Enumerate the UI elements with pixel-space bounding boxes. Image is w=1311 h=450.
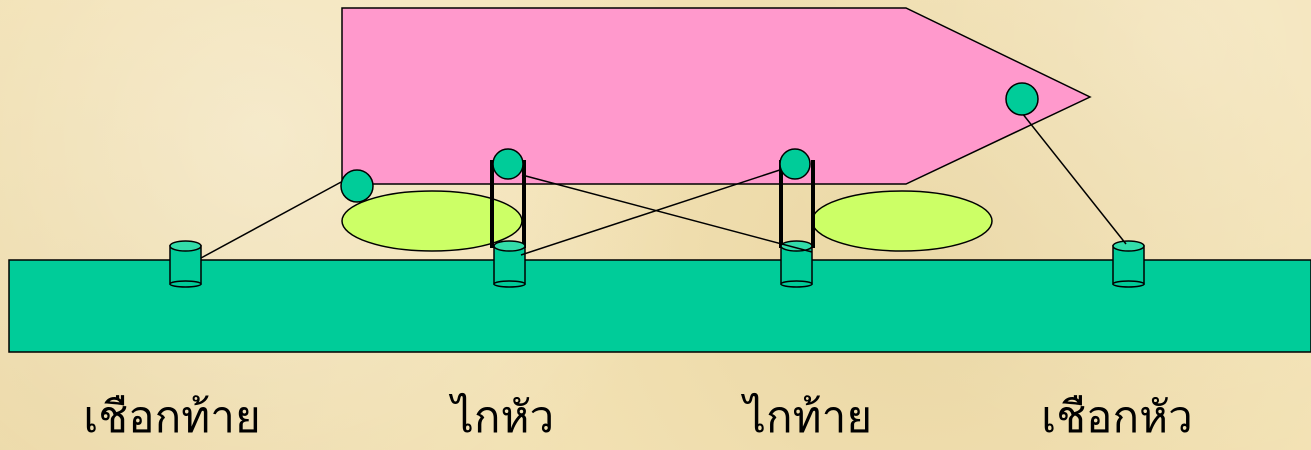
label-stern-spring: ไกท้าย: [744, 392, 872, 444]
label-head-spring: ไกหัว: [452, 392, 554, 444]
fender-right: [812, 191, 992, 251]
fender-left: [342, 191, 522, 251]
bollard-stern-line: [170, 241, 201, 287]
bollard-head-line: [1113, 241, 1144, 287]
ship-hull: [342, 8, 1090, 184]
label-head-line: เชือกหัว: [1041, 392, 1193, 444]
cleat-stern-spring: [780, 149, 810, 179]
cleat-stern: [341, 170, 373, 202]
cleat-bow: [1006, 83, 1038, 115]
cleat-head-spring: [493, 149, 523, 179]
bollard-head-spring: [494, 241, 525, 287]
stern-line-rope: [201, 181, 343, 258]
label-stern-line: เชือกท้าย: [83, 392, 260, 444]
head-line-rope: [1022, 113, 1126, 244]
